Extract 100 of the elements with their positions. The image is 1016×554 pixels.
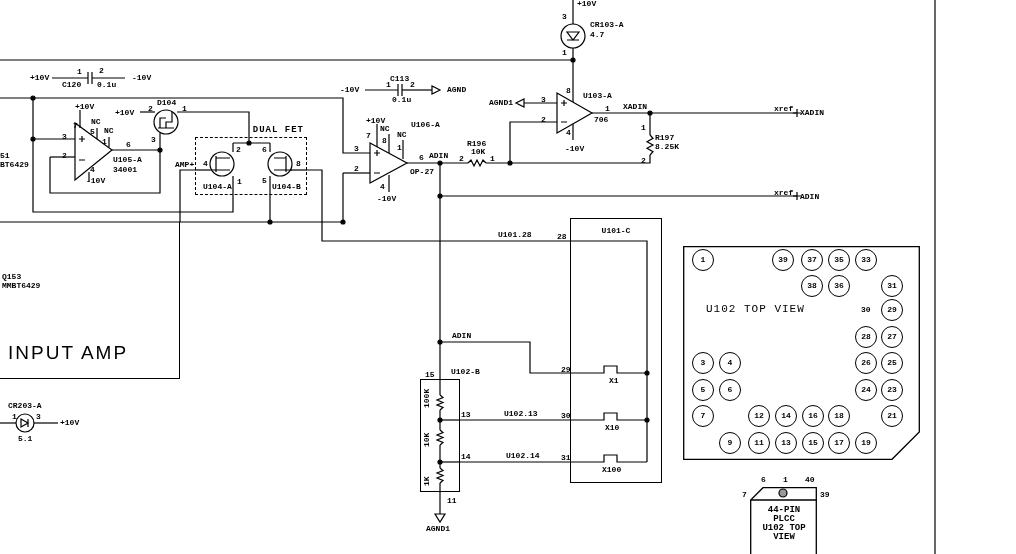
pin-label: 7	[742, 491, 747, 499]
pin-number: 31	[887, 282, 897, 290]
pin-label: AMP+	[175, 161, 195, 169]
schematic-label: 1K	[423, 476, 431, 486]
pin-number: 9	[727, 439, 733, 447]
pin-circle	[855, 326, 877, 348]
schematic-label: 2	[641, 157, 646, 165]
schematic-label: +10V	[366, 117, 386, 125]
pin-number: 23	[887, 386, 897, 394]
schematic-label: 34001	[113, 166, 137, 174]
pin-circle	[828, 275, 850, 297]
schematic-label: 2	[62, 152, 67, 160]
pin-number: 3	[700, 359, 706, 367]
schematic-label: -10V	[86, 177, 106, 185]
schematic-label: 2	[410, 81, 415, 89]
pin-number: 26	[861, 359, 871, 367]
schematic-label: X100	[602, 466, 622, 474]
package-caption: 44-PIN PLCC U102 TOP VIEW	[761, 506, 807, 542]
pin-number: 17	[834, 439, 844, 447]
pin-circle	[748, 405, 770, 427]
schematic-label: 2	[354, 165, 359, 173]
pin-circle	[801, 275, 823, 297]
schematic-label: 2	[541, 116, 546, 124]
schematic-label: 4.7	[590, 31, 605, 39]
schematic-label: +10V	[577, 0, 597, 8]
pin-circle	[855, 352, 877, 374]
pin-number: 37	[807, 256, 817, 264]
schematic-label: 7	[366, 132, 371, 140]
pin-number: 33	[861, 256, 871, 264]
pin-circle	[692, 379, 714, 401]
schematic-label: 8.25K	[655, 143, 679, 151]
pin-circle	[775, 432, 797, 454]
schematic-label: U105-A	[113, 156, 142, 164]
schematic-label: 5.1	[18, 435, 33, 443]
schematic-label: CR103-A	[590, 21, 624, 29]
schematic-label: XADIN	[623, 103, 647, 111]
pin-label: 30	[561, 412, 571, 420]
pin-number: 25	[887, 359, 897, 367]
schematic-label: 5	[262, 177, 267, 185]
pin-circle	[748, 432, 770, 454]
pin-label: 11	[447, 497, 457, 505]
schematic-label: 3	[151, 136, 156, 144]
pin-circle	[719, 352, 741, 374]
schematic-label: OP-27	[410, 168, 434, 176]
pin-label: 40	[805, 476, 815, 484]
pin-number: 35	[834, 256, 844, 264]
schematic-label: BT6429	[0, 161, 29, 169]
pin-number: 1	[700, 256, 706, 264]
pin-number: 28	[861, 333, 871, 341]
schematic-label: U104-A	[203, 183, 232, 191]
pin-circle	[801, 249, 823, 271]
schematic-label: 1	[397, 144, 402, 152]
net-label: U101.28	[497, 231, 533, 239]
schematic-label: +10V	[115, 109, 135, 117]
pin-circle	[881, 326, 903, 348]
schematic-label: 1	[490, 155, 495, 163]
schematic-label: 100K	[423, 388, 431, 408]
pin-circle	[692, 249, 714, 271]
pin-number: 11	[754, 439, 764, 447]
schematic-label: R197	[655, 134, 675, 142]
pin-circle	[828, 249, 850, 271]
pin-circle	[775, 405, 797, 427]
schematic-label: X10	[605, 424, 620, 432]
schematic-label: 4	[380, 183, 385, 191]
schematic-label: 6	[262, 146, 267, 154]
schematic-label: U104-B	[272, 183, 301, 191]
schematic-label: -10V	[340, 86, 360, 94]
pin-circle	[772, 249, 794, 271]
pin-number: 24	[861, 386, 871, 394]
schematic-label: ADIN	[452, 332, 472, 340]
schematic-label: 8	[566, 87, 571, 95]
schematic-label: CR203-A	[8, 402, 42, 410]
pin-number: 19	[861, 439, 871, 447]
pin-number: 18	[834, 412, 844, 420]
pin-circle	[881, 405, 903, 427]
schematic-label: 1	[562, 49, 567, 57]
schematic-label: 2	[148, 105, 153, 113]
schematic-label: 1	[641, 124, 646, 132]
net-label: U102.14	[505, 452, 541, 460]
schematic-label: 13	[461, 411, 471, 419]
wire-connector	[459, 461, 571, 463]
pin-circle	[881, 299, 903, 321]
pin-circle	[855, 379, 877, 401]
pin-number: 14	[781, 412, 791, 420]
block-title: U102-B	[451, 368, 480, 376]
pin-number: 7	[700, 412, 706, 420]
schematic-label: 8	[382, 137, 387, 145]
schematic-label: D104	[157, 99, 177, 107]
schematic-label: X1	[609, 377, 619, 385]
block-title: U101-C	[600, 227, 632, 235]
pin-label: 39	[820, 491, 830, 499]
pin-label: 15	[425, 371, 435, 379]
pin-circle	[692, 405, 714, 427]
schematic-label: U106-A	[411, 121, 440, 129]
schematic-label: AGND	[447, 86, 467, 94]
pin-number: 27	[887, 333, 897, 341]
pin-number: 36	[834, 282, 844, 290]
schematic-label: NC	[104, 127, 114, 135]
pin-number: 29	[887, 306, 897, 314]
schematic-label: 3	[36, 413, 41, 421]
